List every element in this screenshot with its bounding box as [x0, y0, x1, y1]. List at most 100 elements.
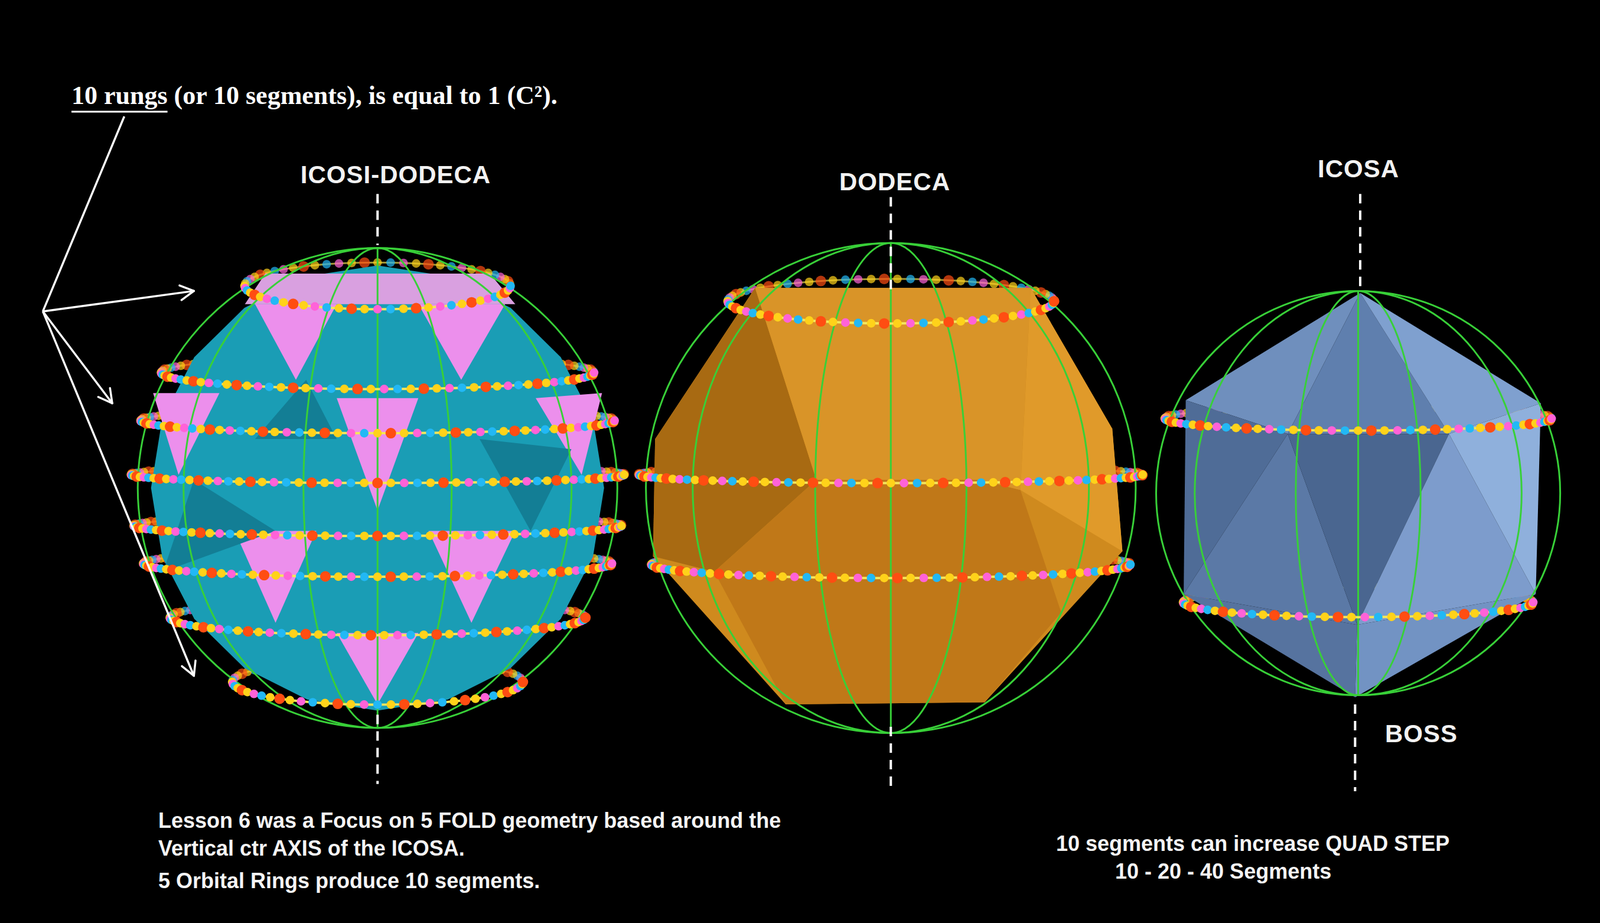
sphere-figure — [1155, 290, 1560, 697]
ring-dot — [956, 276, 966, 286]
ring-dot — [1073, 476, 1083, 485]
ring-dot — [880, 573, 889, 583]
ring-dot — [1253, 424, 1263, 433]
ring-dot — [1448, 610, 1458, 619]
ring-dot — [932, 275, 941, 285]
ring-dot — [180, 423, 189, 433]
ring-dot — [422, 258, 434, 270]
meridian — [1295, 290, 1421, 695]
ring-dot — [265, 627, 275, 637]
ring-front — [161, 372, 595, 390]
ring-dot — [486, 570, 496, 580]
ring-dot — [532, 377, 543, 389]
axis-dash — [376, 193, 379, 245]
ring-dot — [906, 573, 916, 583]
ring-dot — [529, 568, 539, 578]
ring-dot — [853, 573, 863, 583]
arrowhead — [181, 665, 194, 676]
ring-dot — [386, 478, 396, 488]
ring-dot — [445, 629, 455, 639]
ring-dot — [1353, 425, 1363, 435]
ring-dot — [906, 318, 915, 328]
ring-dot — [322, 259, 332, 269]
ring-dot — [253, 382, 263, 391]
ring-dot — [168, 474, 178, 484]
ring-dot — [549, 424, 559, 434]
ring-dot — [204, 424, 215, 435]
ring-dot — [322, 302, 332, 312]
ring-dot — [945, 572, 955, 582]
ring-dot — [236, 529, 246, 539]
ring-dot — [821, 478, 831, 488]
ring-dot — [438, 571, 448, 581]
ring-dot — [1503, 421, 1513, 431]
ring-dot — [265, 692, 275, 702]
ring-front-group — [634, 295, 1149, 584]
ring-dot — [815, 315, 827, 327]
ring-dot — [932, 318, 941, 328]
meridian-group — [1155, 290, 1560, 695]
ring-dot — [469, 382, 479, 392]
ring-dot — [802, 572, 812, 582]
ring-dot — [867, 274, 876, 284]
ring-dot — [513, 626, 523, 635]
polyhedron — [1183, 292, 1541, 697]
ring-dot — [982, 572, 992, 582]
ring-dot — [177, 475, 187, 485]
ring-dot — [793, 314, 803, 324]
ring-dot — [480, 627, 490, 637]
meridian-group — [137, 248, 618, 728]
ring-dot — [489, 477, 498, 487]
meridian — [1194, 290, 1522, 695]
arrowhead — [193, 660, 196, 676]
meridian — [1357, 290, 1360, 695]
ring-dot — [511, 477, 521, 487]
ring-dot — [1054, 475, 1065, 487]
ring-dot — [353, 630, 363, 640]
ring-dot — [265, 382, 275, 391]
polyhedron-face — [1020, 287, 1123, 552]
ring-dot — [411, 302, 422, 314]
ring-dot — [320, 478, 329, 488]
ring-dot — [245, 476, 256, 487]
ring-dot — [1058, 569, 1068, 579]
ring-dot — [1075, 568, 1085, 578]
meridian — [692, 242, 1090, 733]
ring-dot — [718, 476, 728, 486]
ring-dot — [514, 380, 524, 390]
ring-dot — [510, 529, 520, 539]
ring-dot — [271, 530, 280, 540]
ring-dot — [285, 695, 295, 705]
ring-front — [1183, 601, 1534, 617]
ring-dot — [1034, 477, 1044, 487]
ring-dot — [1425, 611, 1435, 621]
ring-dot — [289, 629, 299, 638]
ring-dot — [346, 478, 356, 488]
ring-dot — [617, 521, 627, 531]
ring-dot — [425, 571, 435, 581]
ring-dot — [1347, 612, 1357, 622]
ring-dot — [619, 470, 629, 480]
ring-dot — [262, 294, 272, 303]
ring-dot — [1082, 475, 1091, 485]
ring-dot — [487, 530, 497, 540]
ring-dot — [279, 297, 289, 307]
ring-dot — [1232, 423, 1241, 433]
ring-dot — [1437, 610, 1447, 620]
polyhedron-face — [1183, 594, 1358, 698]
ring-dot — [365, 629, 377, 641]
arrowhead — [179, 285, 194, 291]
ring-dot — [393, 630, 403, 640]
ring-dot — [1488, 607, 1498, 617]
ring-dot — [964, 478, 974, 488]
ring-dot — [393, 384, 403, 394]
ring-dot — [1064, 476, 1074, 485]
leader-line — [43, 116, 125, 312]
ring-dot — [691, 475, 700, 485]
ring-dot — [943, 316, 954, 328]
ring-dot — [399, 304, 409, 314]
ring-dot — [259, 530, 269, 540]
ring-dot — [258, 569, 270, 580]
ring-dot — [366, 384, 376, 394]
ring-dot — [187, 528, 197, 537]
